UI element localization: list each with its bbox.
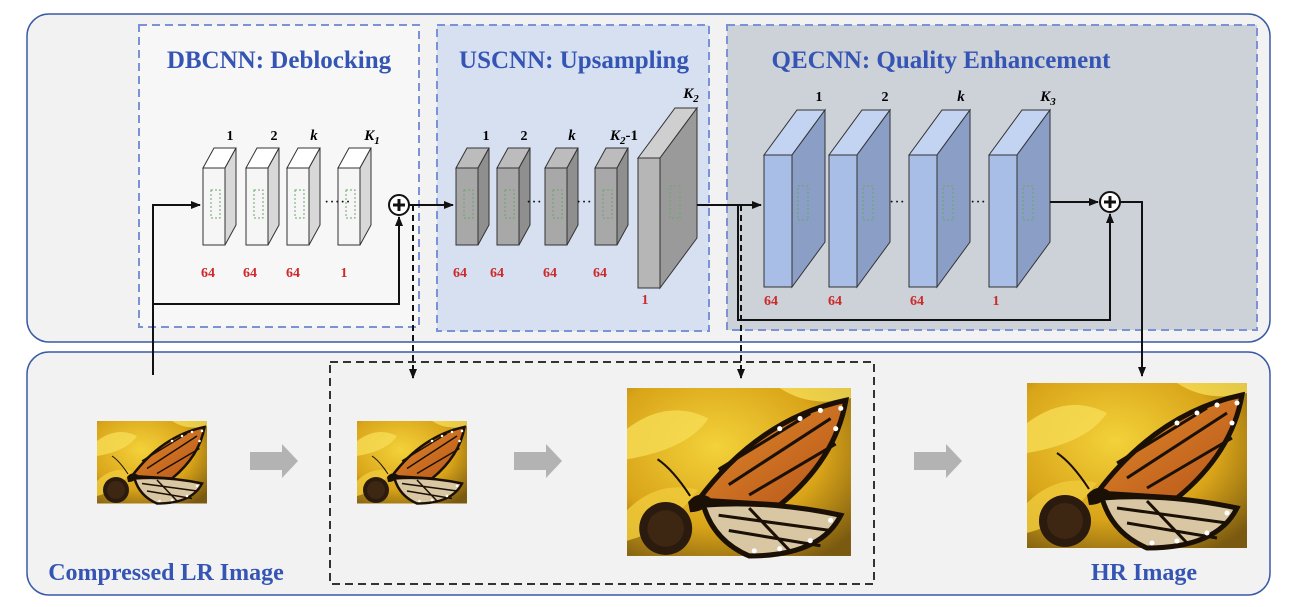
- dbcnn-ch-2: 64: [243, 266, 257, 281]
- qecnn-dots-1: ···: [889, 194, 905, 211]
- dbcnn-skip: [153, 216, 403, 305]
- dbcnn-dots: ·····: [324, 194, 351, 211]
- input-caption: Compressed LR Image: [48, 560, 284, 586]
- uscnn-layer-k: [544, 147, 579, 246]
- dbcnn-label-K1-main: K: [363, 128, 375, 144]
- uscnn-label-km1-sub: 2: [619, 135, 626, 147]
- uscnn-label-2: 2: [521, 129, 528, 144]
- qecnn-layers: ··· ···: [763, 108, 1051, 289]
- uscnn-ch-5: 1: [642, 293, 649, 308]
- dbcnn-ch-3: 64: [286, 266, 300, 281]
- sum-to-hr: [1120, 201, 1142, 376]
- uscnn-title: USCNN: Upsampling: [459, 47, 689, 74]
- uscnn-label-K2: K2: [682, 86, 699, 105]
- uscnn-layer-2: [496, 147, 531, 246]
- qecnn-label-K3-main: K: [1039, 89, 1051, 105]
- dbcnn-layer-1: [202, 147, 237, 246]
- dbcnn-layers: ·····: [202, 147, 372, 246]
- sum-node-qecnn: [1099, 191, 1121, 213]
- uscnn-label-km1-main: K: [609, 128, 621, 144]
- connections: [152, 198, 1142, 378]
- qecnn-layer-k: [908, 108, 971, 289]
- qecnn-layer-2: [828, 108, 891, 289]
- dbcnn-label-2: 2: [271, 129, 278, 144]
- qecnn-layer-1: [763, 108, 826, 289]
- qecnn-label-K3: K3: [1039, 89, 1056, 108]
- qecnn-ch-1: 64: [764, 294, 778, 309]
- qecnn-label-2: 2: [882, 90, 889, 105]
- uscnn-label-K2-minus-1: K2-1: [609, 128, 638, 147]
- qecnn-title: QECNN: Quality Enhancement: [772, 47, 1112, 74]
- compressed-lr-image: [95, 419, 209, 505]
- qecnn-label-k: k: [957, 89, 965, 105]
- deblocked-lr-image: [355, 419, 469, 505]
- flow-arrow-3: [914, 444, 962, 478]
- dbcnn-ch-1: 64: [201, 266, 215, 281]
- dbcnn-label-1: 1: [227, 129, 234, 144]
- flow-arrow-1: [250, 444, 298, 478]
- hr-image: [1027, 383, 1247, 548]
- upsampled-image: [627, 388, 851, 556]
- uscnn-ch-3: 64: [543, 266, 557, 281]
- uscnn-label-1: 1: [483, 129, 490, 144]
- dbcnn-ch-4: 1: [341, 266, 348, 281]
- uscnn-ch-1: 64: [453, 266, 467, 281]
- qecnn-ch-2: 64: [828, 294, 842, 309]
- dbcnn-label-K1: K1: [363, 128, 380, 147]
- uscnn-dots-1: ···: [526, 194, 542, 211]
- uscnn-label-k: k: [568, 128, 576, 144]
- uscnn-layers: ··· ···: [455, 106, 698, 290]
- input-line: [152, 201, 201, 375]
- qecnn-dots-2: ···: [970, 194, 986, 211]
- uscnn-layer-K2-minus-1: [594, 147, 629, 246]
- intermediate-box: [329, 361, 875, 585]
- output-caption: HR Image: [1091, 560, 1197, 586]
- qecnn-label-K3-sub: 3: [1049, 96, 1056, 108]
- qecnn-layer-K3: [988, 108, 1051, 289]
- dbcnn-title: DBCNN: Deblocking: [167, 47, 392, 74]
- qecnn-ch-3: 64: [910, 294, 924, 309]
- qecnn-label-1: 1: [816, 90, 823, 105]
- dbcnn-label-K1-sub: 1: [374, 135, 380, 147]
- uscnn-dots-2: ···: [576, 194, 592, 211]
- qecnn-ch-4: 1: [993, 294, 1000, 309]
- sum-node-dbcnn: [388, 194, 410, 216]
- dbcnn-layer-K1: [337, 147, 372, 246]
- uscnn-label-K2-sub: 2: [692, 93, 699, 105]
- uscnn-layer-K2: [637, 106, 698, 290]
- dbcnn-layer-k: [286, 147, 321, 246]
- flow-arrow-2: [514, 444, 562, 478]
- uscnn-label-K2-main: K: [682, 86, 694, 102]
- uscnn-ch-4: 64: [593, 266, 607, 281]
- dbcnn-label-k: k: [310, 128, 318, 144]
- uscnn-ch-2: 64: [490, 266, 504, 281]
- uscnn-layer-1: [455, 147, 490, 246]
- dbcnn-layer-2: [245, 147, 280, 246]
- qecnn-skip: [737, 205, 1114, 321]
- uscnn-label-km1-suffix: -1: [626, 128, 639, 144]
